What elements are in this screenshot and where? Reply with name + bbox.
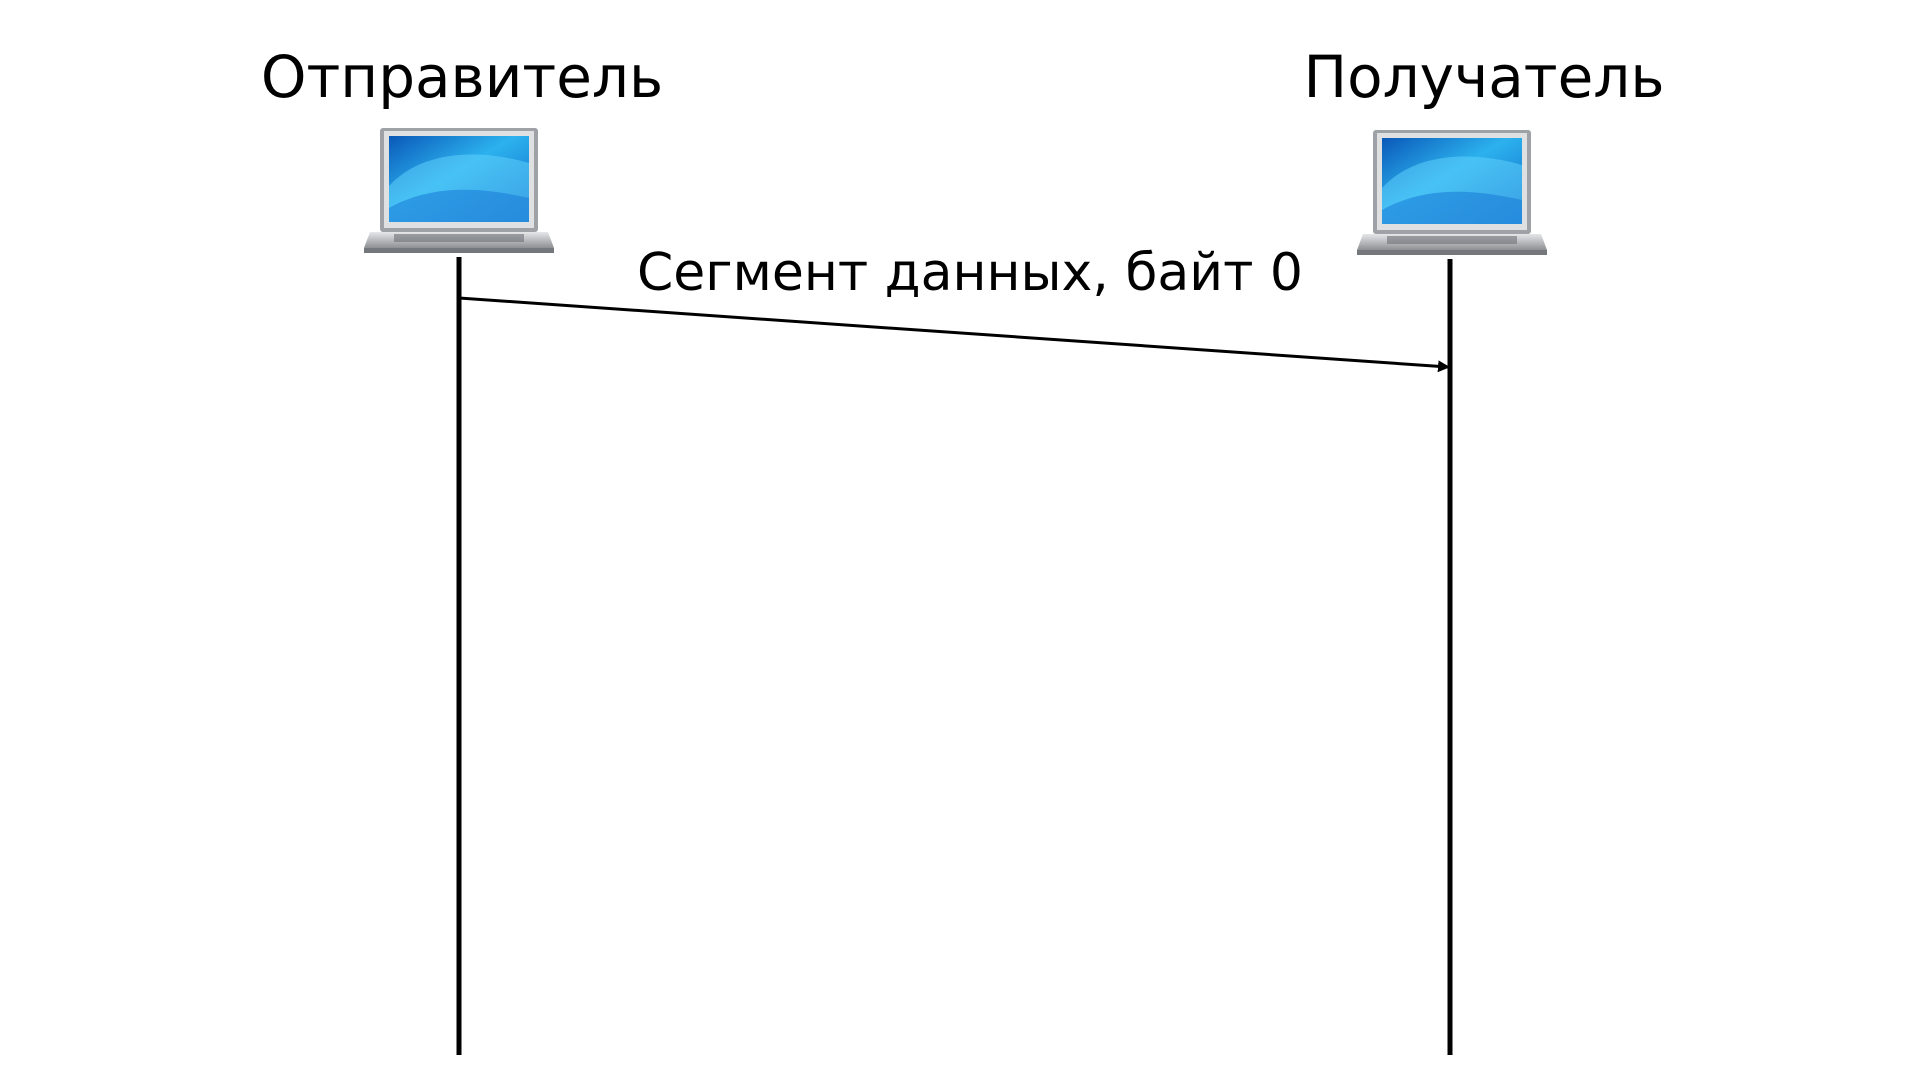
sender-label: Отправитель [261, 43, 663, 111]
receiver-label: Получатель [1303, 43, 1664, 111]
message-arrow [458, 296, 1450, 373]
sender-laptop-icon [364, 128, 554, 253]
receiver-laptop-icon [1357, 130, 1547, 255]
message-label: Сегмент данных, байт 0 [637, 243, 1303, 303]
